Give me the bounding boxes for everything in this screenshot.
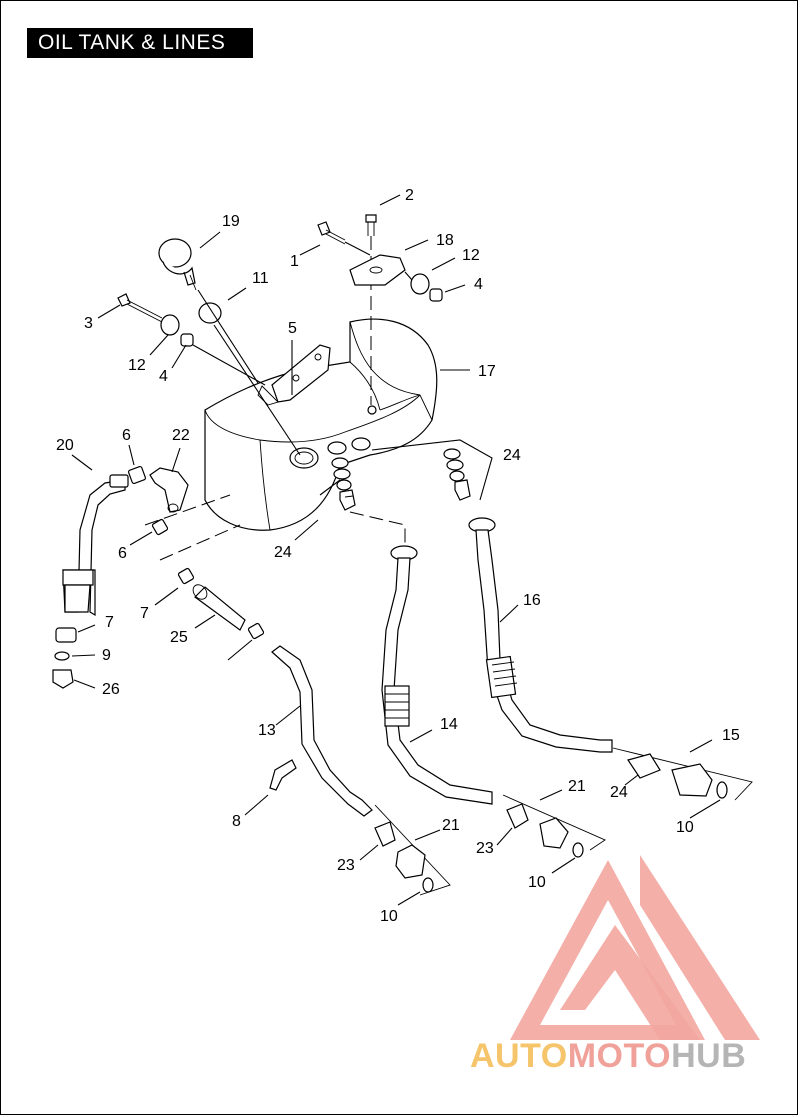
callout-8: 8 bbox=[232, 813, 241, 830]
callout-23-middle: 23 bbox=[476, 840, 494, 857]
fitting-stack-right bbox=[443, 448, 471, 501]
leader-lines bbox=[71, 194, 721, 906]
watermark-hub: HUB bbox=[671, 1037, 746, 1075]
hose-16 bbox=[468, 517, 613, 753]
callout-7-upper: 7 bbox=[140, 605, 149, 622]
elbow-22 bbox=[149, 467, 189, 513]
bolt-3 bbox=[117, 293, 163, 323]
callout-11: 11 bbox=[252, 270, 269, 287]
callout-6-upper: 6 bbox=[122, 427, 131, 444]
bracket-18 bbox=[349, 254, 406, 286]
callout-5: 5 bbox=[288, 320, 297, 337]
fitting-stack-left bbox=[331, 457, 356, 511]
callout-10-middle: 10 bbox=[528, 874, 546, 891]
hose-13 bbox=[271, 645, 373, 817]
page-title: OIL TANK & LINES bbox=[27, 28, 253, 58]
sleeve-25 bbox=[194, 586, 246, 631]
callout-labels: 1 2 3 4 4 5 6 6 7 7 8 9 10 10 10 11 12 1… bbox=[56, 187, 740, 925]
callout-6-lower: 6 bbox=[118, 545, 127, 562]
callout-21-left: 21 bbox=[442, 817, 460, 834]
callout-10-right: 10 bbox=[676, 819, 694, 836]
callout-1: 1 bbox=[290, 253, 299, 270]
hose-14 bbox=[381, 545, 493, 805]
watermark-logo-icon bbox=[510, 855, 760, 1040]
spacer-4-left bbox=[180, 333, 194, 347]
callout-12-left: 12 bbox=[128, 357, 146, 374]
callout-4-right: 4 bbox=[474, 276, 483, 293]
callout-19: 19 bbox=[222, 213, 240, 230]
hose-20 bbox=[62, 474, 129, 617]
watermark-text: AUTOMOTOHUB bbox=[470, 1037, 746, 1075]
fitting-kit-right bbox=[612, 747, 753, 801]
callout-7-drain: 7 bbox=[105, 614, 114, 631]
callout-24-lower: 24 bbox=[274, 544, 292, 561]
clamp-6-upper bbox=[127, 465, 147, 485]
callout-2: 2 bbox=[405, 187, 414, 204]
callout-4-left: 4 bbox=[159, 368, 168, 385]
clip-8 bbox=[269, 759, 297, 791]
callout-12-right: 12 bbox=[462, 247, 480, 264]
grommet-12-left bbox=[160, 314, 180, 336]
watermark-auto: AUTO bbox=[470, 1037, 568, 1075]
callout-26: 26 bbox=[102, 681, 120, 698]
callout-21-middle: 21 bbox=[568, 778, 586, 795]
drain-plug-26 bbox=[52, 669, 74, 689]
dipstick-cap bbox=[158, 238, 197, 291]
callout-15: 15 bbox=[722, 727, 740, 744]
callout-18: 18 bbox=[436, 232, 454, 249]
callout-13: 13 bbox=[258, 722, 276, 739]
grommet-12-right bbox=[410, 273, 430, 295]
spacer-4-right bbox=[429, 288, 443, 302]
callout-25: 25 bbox=[170, 629, 188, 646]
callout-14: 14 bbox=[440, 716, 458, 733]
oil-tank bbox=[204, 318, 438, 531]
clamp-7-lower bbox=[247, 622, 265, 640]
callout-20: 20 bbox=[56, 437, 74, 454]
callout-10-left: 10 bbox=[380, 908, 398, 925]
clamp-7-drain bbox=[55, 627, 77, 643]
clamp-7-upper bbox=[177, 567, 195, 585]
callout-24-right: 24 bbox=[503, 447, 521, 464]
callout-9: 9 bbox=[102, 647, 111, 664]
fitting-kit-left bbox=[374, 804, 451, 896]
watermark-moto: MOTO bbox=[568, 1037, 671, 1075]
bolt-1 bbox=[317, 221, 346, 245]
callout-16: 16 bbox=[523, 592, 541, 609]
callout-22: 22 bbox=[172, 427, 190, 444]
callout-3: 3 bbox=[84, 315, 93, 332]
callout-17: 17 bbox=[478, 363, 496, 380]
fitting-kit-middle bbox=[502, 794, 606, 858]
callout-23-left: 23 bbox=[337, 857, 355, 874]
washer-9 bbox=[54, 651, 70, 661]
clamp-6-lower bbox=[151, 518, 169, 536]
callout-24-fitting: 24 bbox=[610, 784, 628, 801]
bolt-2 bbox=[365, 214, 377, 236]
